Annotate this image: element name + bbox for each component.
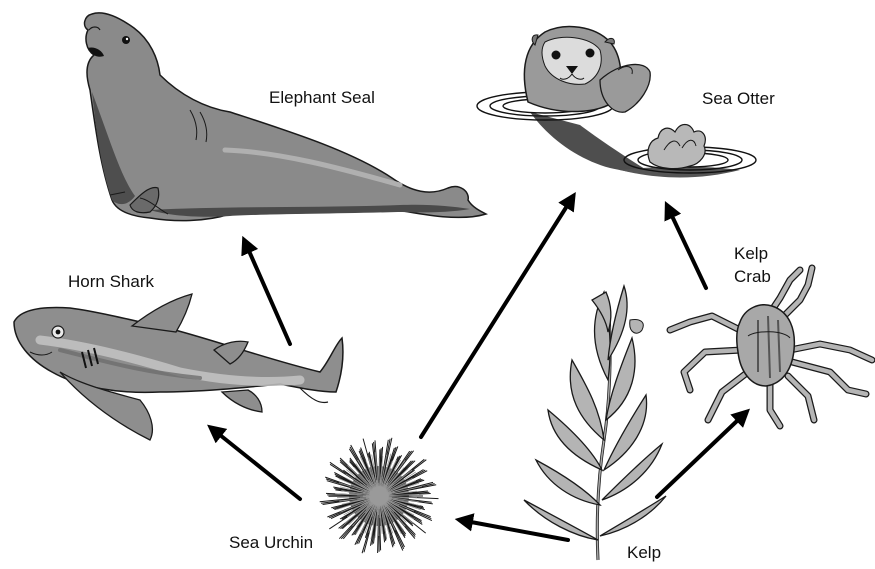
kelp-illustration [524, 286, 666, 560]
arrow-sea-urchin-to-horn-shark [220, 435, 300, 499]
label-elephant-seal: Elephant Seal [269, 87, 375, 108]
label-kelp-crab-line1: Kelp [734, 243, 768, 264]
arrow-kelp-to-kelp-crab [657, 420, 738, 497]
label-kelp: Kelp [627, 542, 661, 563]
horn-shark-illustration [14, 294, 343, 440]
label-horn-shark: Horn Shark [68, 271, 154, 292]
arrow-kelp-to-sea-urchin [471, 522, 568, 540]
label-sea-otter: Sea Otter [702, 88, 775, 109]
kelp-crab-illustration [670, 268, 872, 426]
label-kelp-crab-line2: Crab [734, 266, 771, 287]
elephant-seal-illustration [85, 13, 486, 221]
sea-urchin-illustration [320, 438, 439, 553]
arrow-horn-shark-to-elephant-seal [249, 251, 290, 344]
arrow-kelp-crab-to-sea-otter [672, 216, 706, 288]
arrow-sea-urchin-to-sea-otter [421, 206, 567, 437]
label-sea-urchin: Sea Urchin [229, 532, 313, 553]
